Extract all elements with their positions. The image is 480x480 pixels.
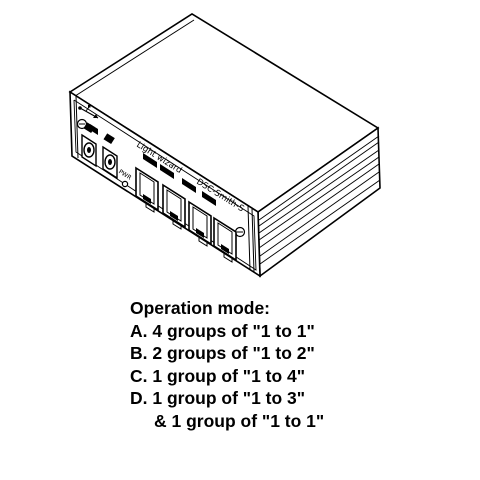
mode-item-d-continued: & 1 group of "1 to 1" [154,410,325,431]
rj45-port-4[interactable] [213,216,237,263]
rj45-port-3[interactable] [188,200,212,247]
jack-label-box [83,122,95,134]
rj45-port-1[interactable] [135,166,159,213]
enclosure-top-edge [71,19,195,99]
caption-heading: Operation mode: [130,298,271,318]
mode-item-a: A. 4 groups of "1 to 1" [130,320,315,341]
rj45-port-2[interactable] [162,183,186,230]
dc-jack-1[interactable] [81,123,98,168]
jack-label-box [103,133,115,145]
device-illustration: PWR Light wizard DSC-Smith-S [68,13,381,278]
usb-icon [78,105,99,119]
port-label-bars [143,153,216,206]
enclosure-front-panel [69,90,261,278]
power-led-icon [121,180,129,188]
enclosure-side-face [257,126,381,278]
screw-icon [234,226,246,238]
mode-item-b: B. 2 groups of "1 to 2" [130,343,315,363]
mode-item-c: C. 1 group of "1 to 4" [130,365,306,386]
dc-jack-2[interactable] [102,145,118,180]
mode-item-d: D. 1 group of "1 to 3" [130,388,306,408]
operation-mode-caption: Operation mode: A. 4 groups of "1 to 1" … [130,297,324,432]
